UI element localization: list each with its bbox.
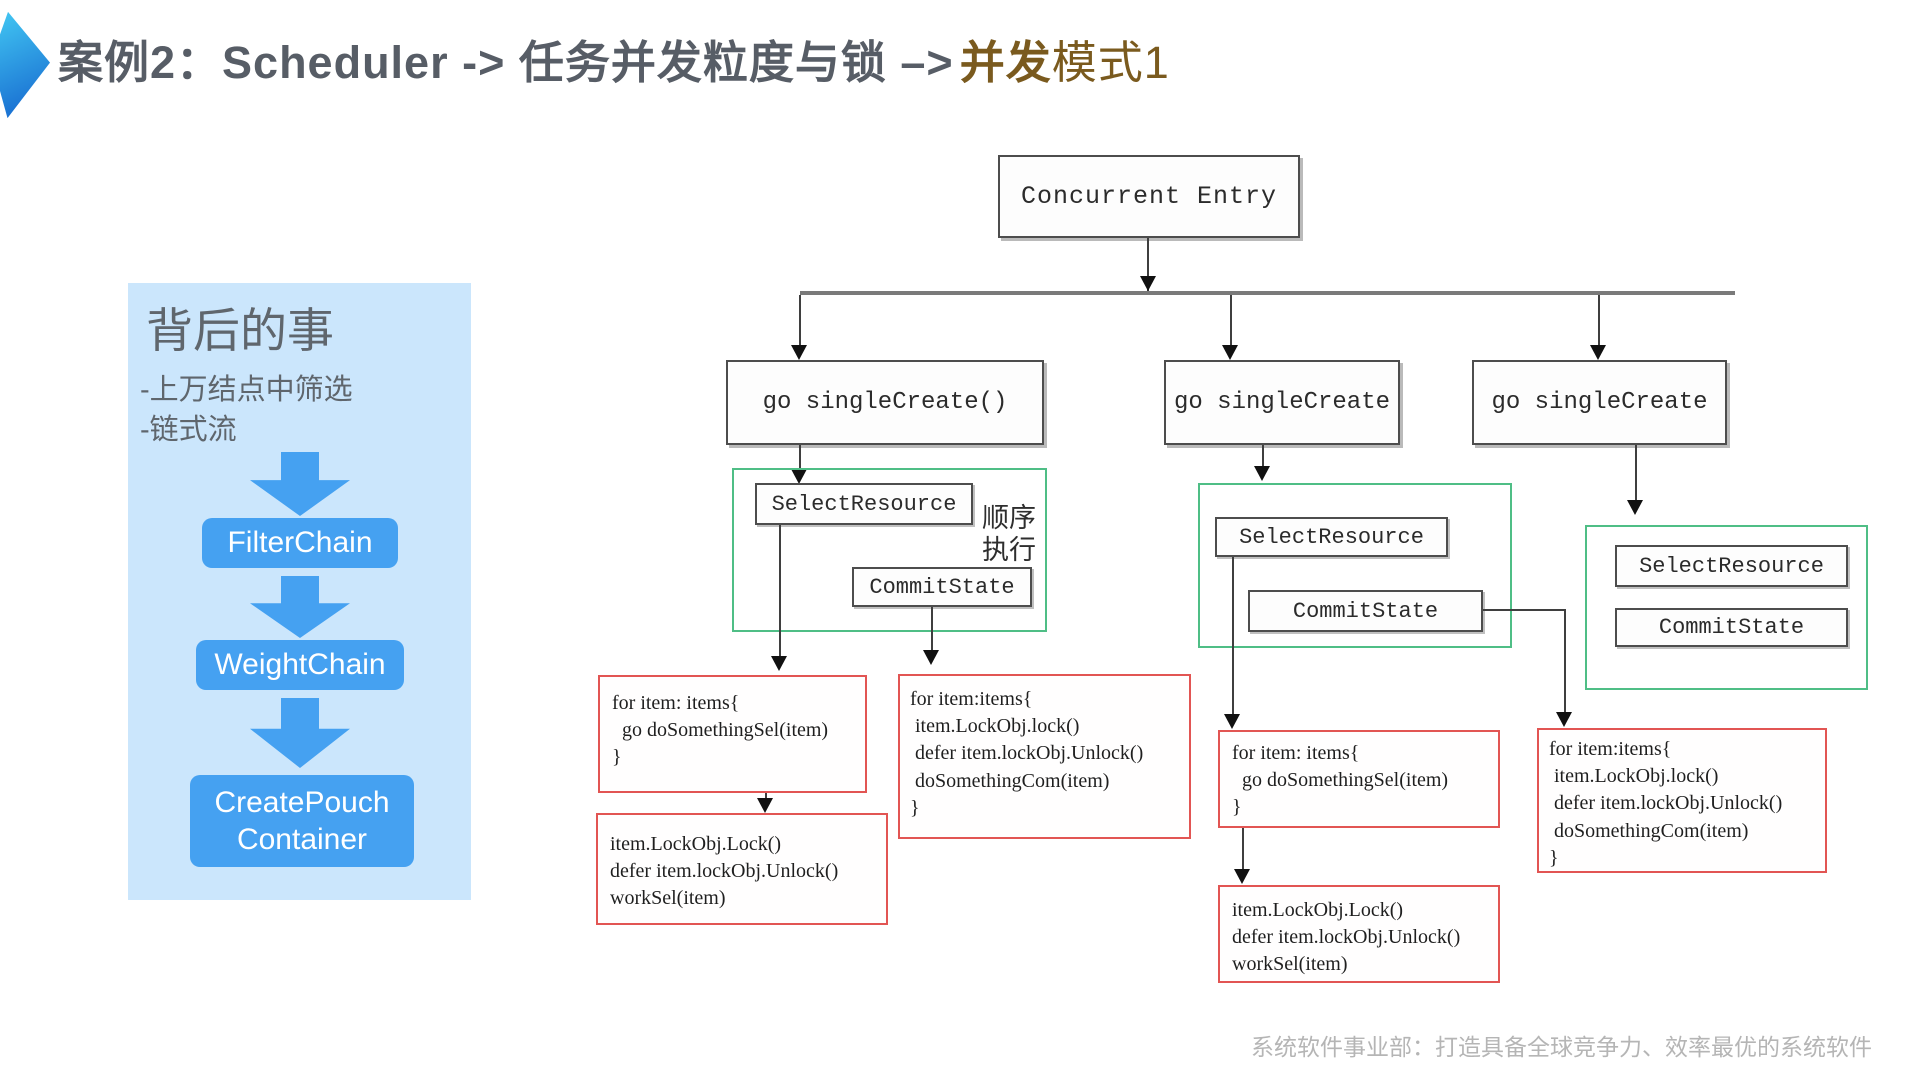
connector-branch2-drop bbox=[1230, 295, 1232, 345]
node-selectresource-2: SelectResource bbox=[1215, 517, 1448, 557]
arrowhead-root bbox=[1140, 276, 1156, 291]
arrowhead-b3-group bbox=[1627, 500, 1643, 515]
node-commitstate-3: CommitState bbox=[1615, 608, 1848, 647]
title-accent-chevron-icon bbox=[0, 11, 50, 119]
panel-heading: 背后的事 bbox=[146, 304, 334, 357]
arrowhead-branch1 bbox=[791, 345, 807, 360]
connector-main-bus bbox=[800, 291, 1735, 295]
node-commitstate-2: CommitState bbox=[1248, 590, 1483, 632]
code-commit-loop-2: for item:items{ item.LockObj.lock() defe… bbox=[1537, 728, 1827, 873]
connector-commit2-right bbox=[1483, 609, 1566, 611]
code-lock-work-2: item.LockObj.Lock() defer item.lockObj.U… bbox=[1218, 885, 1500, 983]
code-sel-loop-1: for item: items{ go doSomethingSel(item)… bbox=[598, 675, 867, 793]
step-weightchain: WeightChain bbox=[196, 640, 404, 690]
node-selectresource-1: SelectResource bbox=[755, 483, 973, 525]
group-sequential-1 bbox=[732, 468, 1047, 632]
connector-b1-select bbox=[799, 445, 801, 471]
arrowhead-branch2 bbox=[1222, 345, 1238, 360]
slide-title-main: 案例2：Scheduler -> 任务并发粒度与锁 –> bbox=[58, 37, 954, 88]
arrowhead-commit1-code bbox=[923, 650, 939, 665]
arrowhead-commit2-code bbox=[1556, 712, 1572, 727]
node-go-singlecreate-2: go singleCreate bbox=[1164, 360, 1400, 445]
arrowhead-branch3 bbox=[1590, 345, 1606, 360]
footer-slogan: 系统软件事业部：打造具备全球竞争力、效率最优的系统软件 bbox=[1251, 1034, 1872, 1060]
slide-title-highlight-bold: 并发 bbox=[959, 37, 1052, 88]
connector-select1-code bbox=[779, 525, 781, 656]
connector-sel2-work bbox=[1242, 828, 1244, 869]
slide-title-highlight: 模式1 bbox=[1051, 37, 1170, 88]
connector-root-vertical bbox=[1147, 238, 1149, 292]
arrowhead-select1-code bbox=[771, 656, 787, 671]
connector-b3-group bbox=[1635, 445, 1637, 501]
panel-bullet-1: -上万结点中筛选 bbox=[140, 374, 353, 406]
panel-bullet-2: -链式流 bbox=[140, 414, 237, 446]
arrowhead-b2-group bbox=[1254, 466, 1270, 481]
step-createpouch-container: CreatePouch Container bbox=[190, 775, 414, 867]
group-sequential-2 bbox=[1198, 483, 1512, 648]
connector-branch3-drop bbox=[1598, 295, 1600, 345]
sequential-execution-note: 顺序 执行 bbox=[982, 503, 1036, 566]
connector-commit2-down bbox=[1564, 609, 1566, 712]
node-concurrent-entry: Concurrent Entry bbox=[998, 155, 1300, 238]
connector-b2-group bbox=[1262, 445, 1264, 467]
connector-select2-code bbox=[1232, 557, 1234, 714]
connector-branch1-drop bbox=[799, 295, 801, 345]
arrowhead-sel2-work bbox=[1234, 869, 1250, 884]
code-lock-work-1: item.LockObj.Lock() defer item.lockObj.U… bbox=[596, 813, 888, 925]
node-go-singlecreate-3: go singleCreate bbox=[1472, 360, 1727, 445]
arrowhead-select2-code bbox=[1224, 714, 1240, 729]
node-commitstate-1: CommitState bbox=[852, 567, 1032, 607]
code-commit-loop-1: for item:items{ item.LockObj.lock() defe… bbox=[898, 674, 1191, 839]
connector-commit1-code bbox=[931, 607, 933, 650]
arrowhead-sel1-work bbox=[757, 798, 773, 813]
code-sel-loop-2: for item: items{ go doSomethingSel(item)… bbox=[1218, 730, 1500, 828]
group-sequential-3 bbox=[1585, 525, 1868, 690]
slide-title: 案例2：Scheduler -> 任务并发粒度与锁 –>并发模式1 bbox=[58, 26, 1170, 91]
step-filterchain: FilterChain bbox=[202, 518, 398, 568]
connector-sel1-work bbox=[765, 793, 767, 799]
arrowhead-b1-select bbox=[791, 469, 807, 484]
node-go-singlecreate-1: go singleCreate() bbox=[726, 360, 1044, 445]
node-selectresource-3: SelectResource bbox=[1615, 545, 1848, 587]
